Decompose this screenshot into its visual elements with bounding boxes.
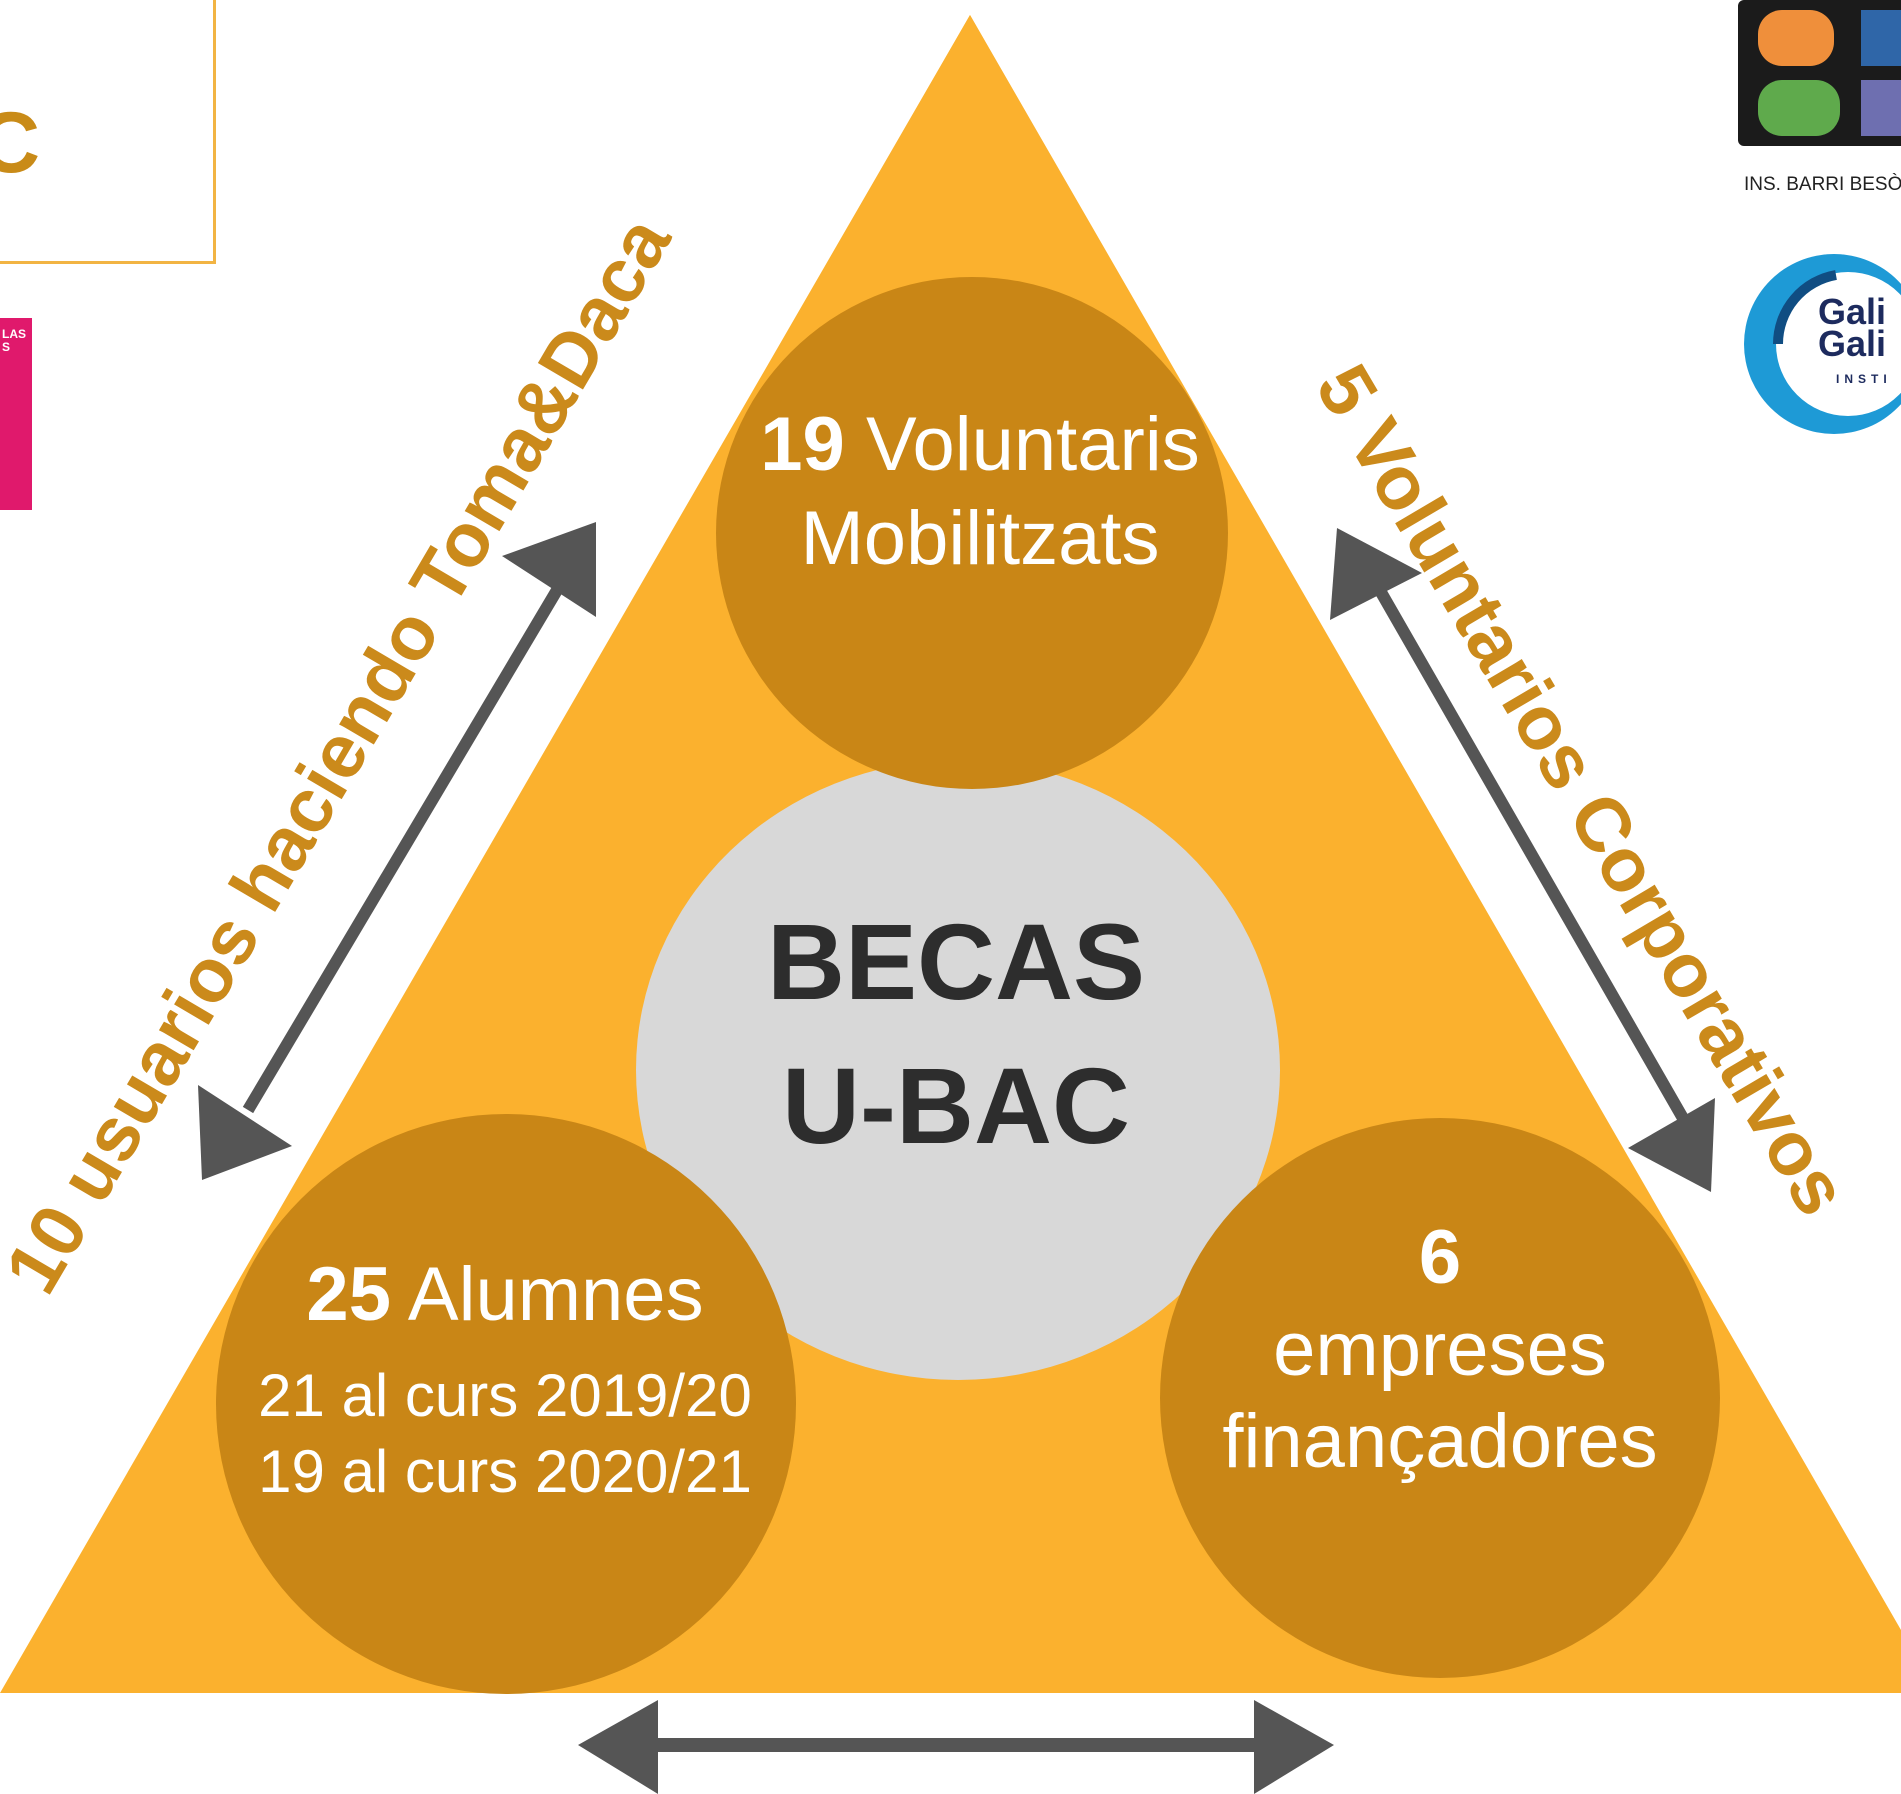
pink-logo-text: LAS S	[2, 327, 26, 354]
right-circle-number: 6	[1418, 1215, 1462, 1300]
top-circle-line2: Mobilitzats	[800, 496, 1160, 581]
left-circle-details: 21 al curs 2019/20 19 al curs 2020/21	[215, 1358, 795, 1510]
top-circle-label: Voluntaris	[865, 402, 1200, 487]
top-circle-text: 19 Voluntaris Mobilitzats	[700, 398, 1260, 586]
right-circle-line2: empreses	[1273, 1307, 1607, 1392]
left-double-arrow	[198, 522, 596, 1180]
bbb-letter-2-icon	[1843, 0, 1901, 146]
left-circle-title: 25 Alumnes	[215, 1248, 795, 1342]
galileo-line-2: Gali	[1818, 323, 1887, 364]
left-circle	[216, 1114, 796, 1694]
center-title-line1: BECAS	[766, 901, 1146, 1022]
galileo-line-1: Gali	[1818, 291, 1887, 332]
galileo-subtitle: INSTI	[1836, 372, 1892, 386]
galileo-c-icon	[1744, 254, 1901, 434]
top-circle-number: 19	[760, 402, 845, 487]
left-circle-detail-2: 19 al curs 2020/21	[258, 1438, 752, 1505]
center-circle	[636, 760, 1280, 1380]
bbb-caption: INS. BARRI BESÒS	[1744, 174, 1901, 195]
barri-besos-logo: INS. BARRI BESÒS	[1738, 0, 1901, 205]
partial-frame-letter: C	[0, 95, 41, 191]
right-circle	[1160, 1118, 1720, 1678]
right-circle-line3: finançadores	[1222, 1399, 1658, 1484]
bbb-letter-icon	[1738, 0, 1858, 146]
galileo-logo: Gali Gali INSTI	[1738, 248, 1901, 440]
center-title-line2: U-BAC	[782, 1045, 1130, 1166]
top-circle-line1: 19 Voluntaris	[700, 398, 1260, 492]
right-double-arrow	[1330, 528, 1715, 1192]
top-circle	[716, 277, 1228, 789]
pink-logo-block: LAS S	[0, 318, 32, 510]
galileo-name: Gali Gali	[1818, 291, 1887, 364]
left-circle-detail-1: 21 al curs 2019/20	[258, 1362, 752, 1429]
bottom-double-arrow	[578, 1700, 1334, 1794]
partial-frame	[0, 0, 216, 264]
center-circle-text: BECAS U-BAC	[636, 890, 1276, 1178]
left-circle-number: 25	[306, 1252, 391, 1337]
right-circle-text: 6 empreses finançadores	[1165, 1212, 1715, 1488]
left-circle-label: Alumnes	[407, 1252, 704, 1337]
